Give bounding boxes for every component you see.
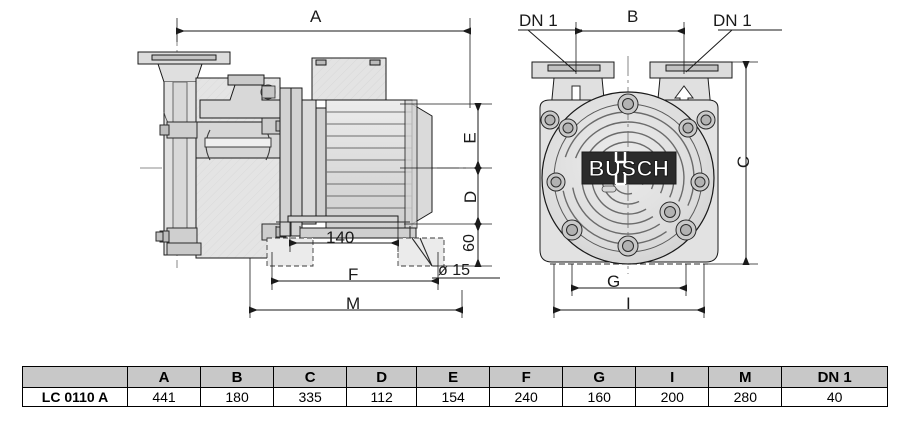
dimension-M — [249, 258, 463, 318]
table-header-DN1: DN 1 — [781, 366, 888, 388]
dimension-label-DN1-right: DN 1 — [713, 11, 752, 30]
housing-corner-bolts — [540, 110, 716, 130]
flange-neck-top — [157, 63, 203, 83]
motor-body — [325, 99, 413, 229]
base-feet-hidden — [266, 237, 445, 267]
side-elevation-view — [137, 18, 500, 318]
dimension-spec-table: A B C D E F G I M DN 1 LC 0110 A 441 180… — [22, 366, 888, 407]
leader-DN1-left — [518, 29, 582, 73]
table-header-B: B — [200, 366, 275, 388]
table-cell-B: 180 — [200, 387, 275, 407]
dimension-label-B: B — [627, 7, 639, 26]
table-row: LC 0110 A 441 180 335 112 154 240 160 20… — [22, 387, 888, 407]
table-header-row: A B C D E F G I M DN 1 — [22, 366, 888, 388]
hole-leader-line — [419, 237, 433, 267]
dimension-label-F: F — [348, 265, 359, 284]
dimension-label-D: D — [461, 190, 481, 204]
dimension-G — [571, 264, 687, 296]
table-header-E: E — [416, 366, 491, 388]
dimension-label-A: A — [310, 7, 322, 26]
table-header-F: F — [489, 366, 564, 388]
dimension-A — [176, 18, 471, 108]
table-cell-model: LC 0110 A — [22, 387, 128, 407]
table-cell-A: 441 — [126, 387, 202, 407]
motor-cooling-fins — [326, 111, 412, 209]
cover-bolts — [546, 93, 710, 257]
table-header-G: G — [562, 366, 637, 388]
bolt-lugs-left — [155, 121, 202, 256]
dimension-label-M: M — [346, 294, 361, 313]
dimension-label-hole-diameter: ø 15 — [438, 262, 471, 279]
table-header-D: D — [346, 366, 418, 388]
table-cell-D: 112 — [346, 387, 418, 407]
busch-logo-text: BUSCH — [589, 156, 670, 181]
dimension-label-I: I — [626, 294, 631, 313]
dimension-C — [708, 61, 758, 265]
table-cell-E: 154 — [416, 387, 491, 407]
dimension-label-E: E — [460, 132, 480, 144]
dimension-F — [271, 252, 439, 290]
busch-logo-plate — [581, 151, 677, 185]
motor-foot-plate — [299, 227, 417, 239]
table-header-A: A — [126, 366, 202, 388]
front-elevation-view: BUSCH — [518, 22, 782, 318]
dimension-label-G: G — [607, 272, 621, 291]
dimension-label-C: C — [734, 155, 754, 169]
table-header-M: M — [708, 366, 783, 388]
table-header-C: C — [273, 366, 348, 388]
table-header-model — [22, 366, 128, 388]
table-cell-C: 335 — [273, 387, 348, 407]
leader-DN1-right — [685, 29, 782, 73]
dimension-140 — [289, 222, 399, 252]
dimension-label-DN1-left: DN 1 — [519, 11, 558, 30]
table-cell-G: 160 — [562, 387, 637, 407]
table-cell-DN1: 40 — [781, 387, 888, 407]
adapter — [301, 99, 317, 225]
table-cell-F: 240 — [489, 387, 564, 407]
top-bracket — [199, 81, 281, 119]
dimension-label-140: 140 — [326, 228, 355, 247]
table-cell-M: 280 — [708, 387, 783, 407]
table-cell-I: 200 — [635, 387, 710, 407]
dimension-label-60: 60 — [460, 234, 478, 252]
dimension-I — [553, 264, 705, 318]
table-header-I: I — [635, 366, 710, 388]
dimension-B — [575, 22, 685, 74]
